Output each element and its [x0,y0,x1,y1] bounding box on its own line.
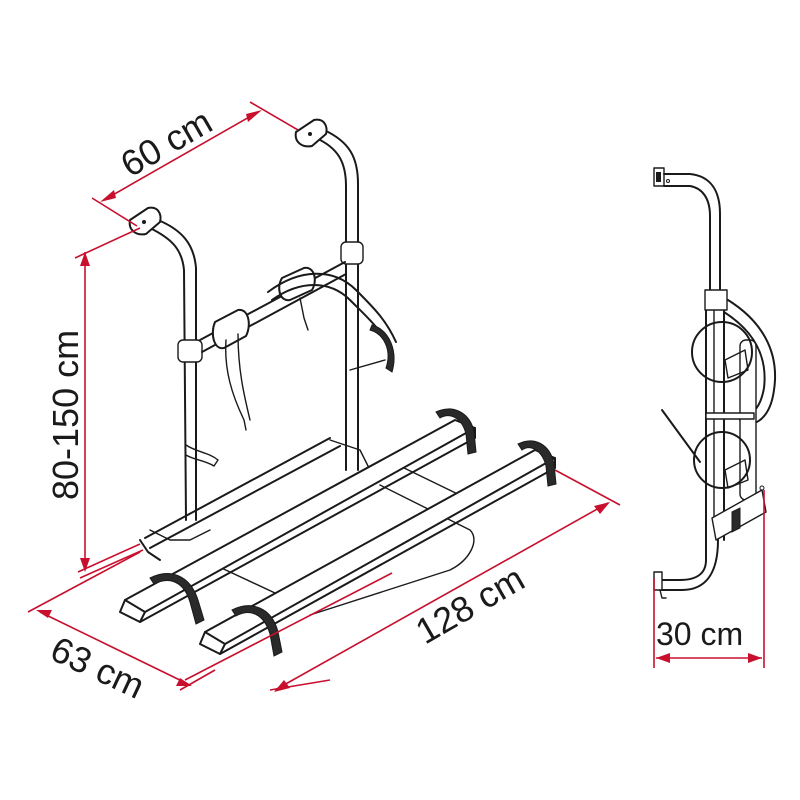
dimension-height: 80-150 cm [45,227,144,579]
left-frame-hook [185,444,219,467]
rail-front [199,440,557,657]
left-upright-arm [128,206,197,521]
base-frame [139,437,371,561]
side-view: 30 cm [653,167,777,668]
perspective-view: 60 cm 80-150 cm 63 cm [27,100,621,707]
right-upright-arm [294,118,359,471]
dimension-side-depth: 30 cm [653,490,765,668]
dimension-label-60cm: 60 cm [114,100,219,185]
rail-rear [119,408,477,625]
dimension-label-30cm: 30 cm [656,616,743,652]
upper-crossbar [199,261,397,431]
dimension-label-80-150cm: 80-150 cm [45,330,86,500]
dimension-label-128cm: 128 cm [409,557,532,652]
side-bottom-bracket [653,571,663,591]
dimension-width-top: 60 cm [91,100,299,227]
right-joint [340,241,364,265]
left-joint [177,339,203,363]
side-joint [704,289,728,311]
